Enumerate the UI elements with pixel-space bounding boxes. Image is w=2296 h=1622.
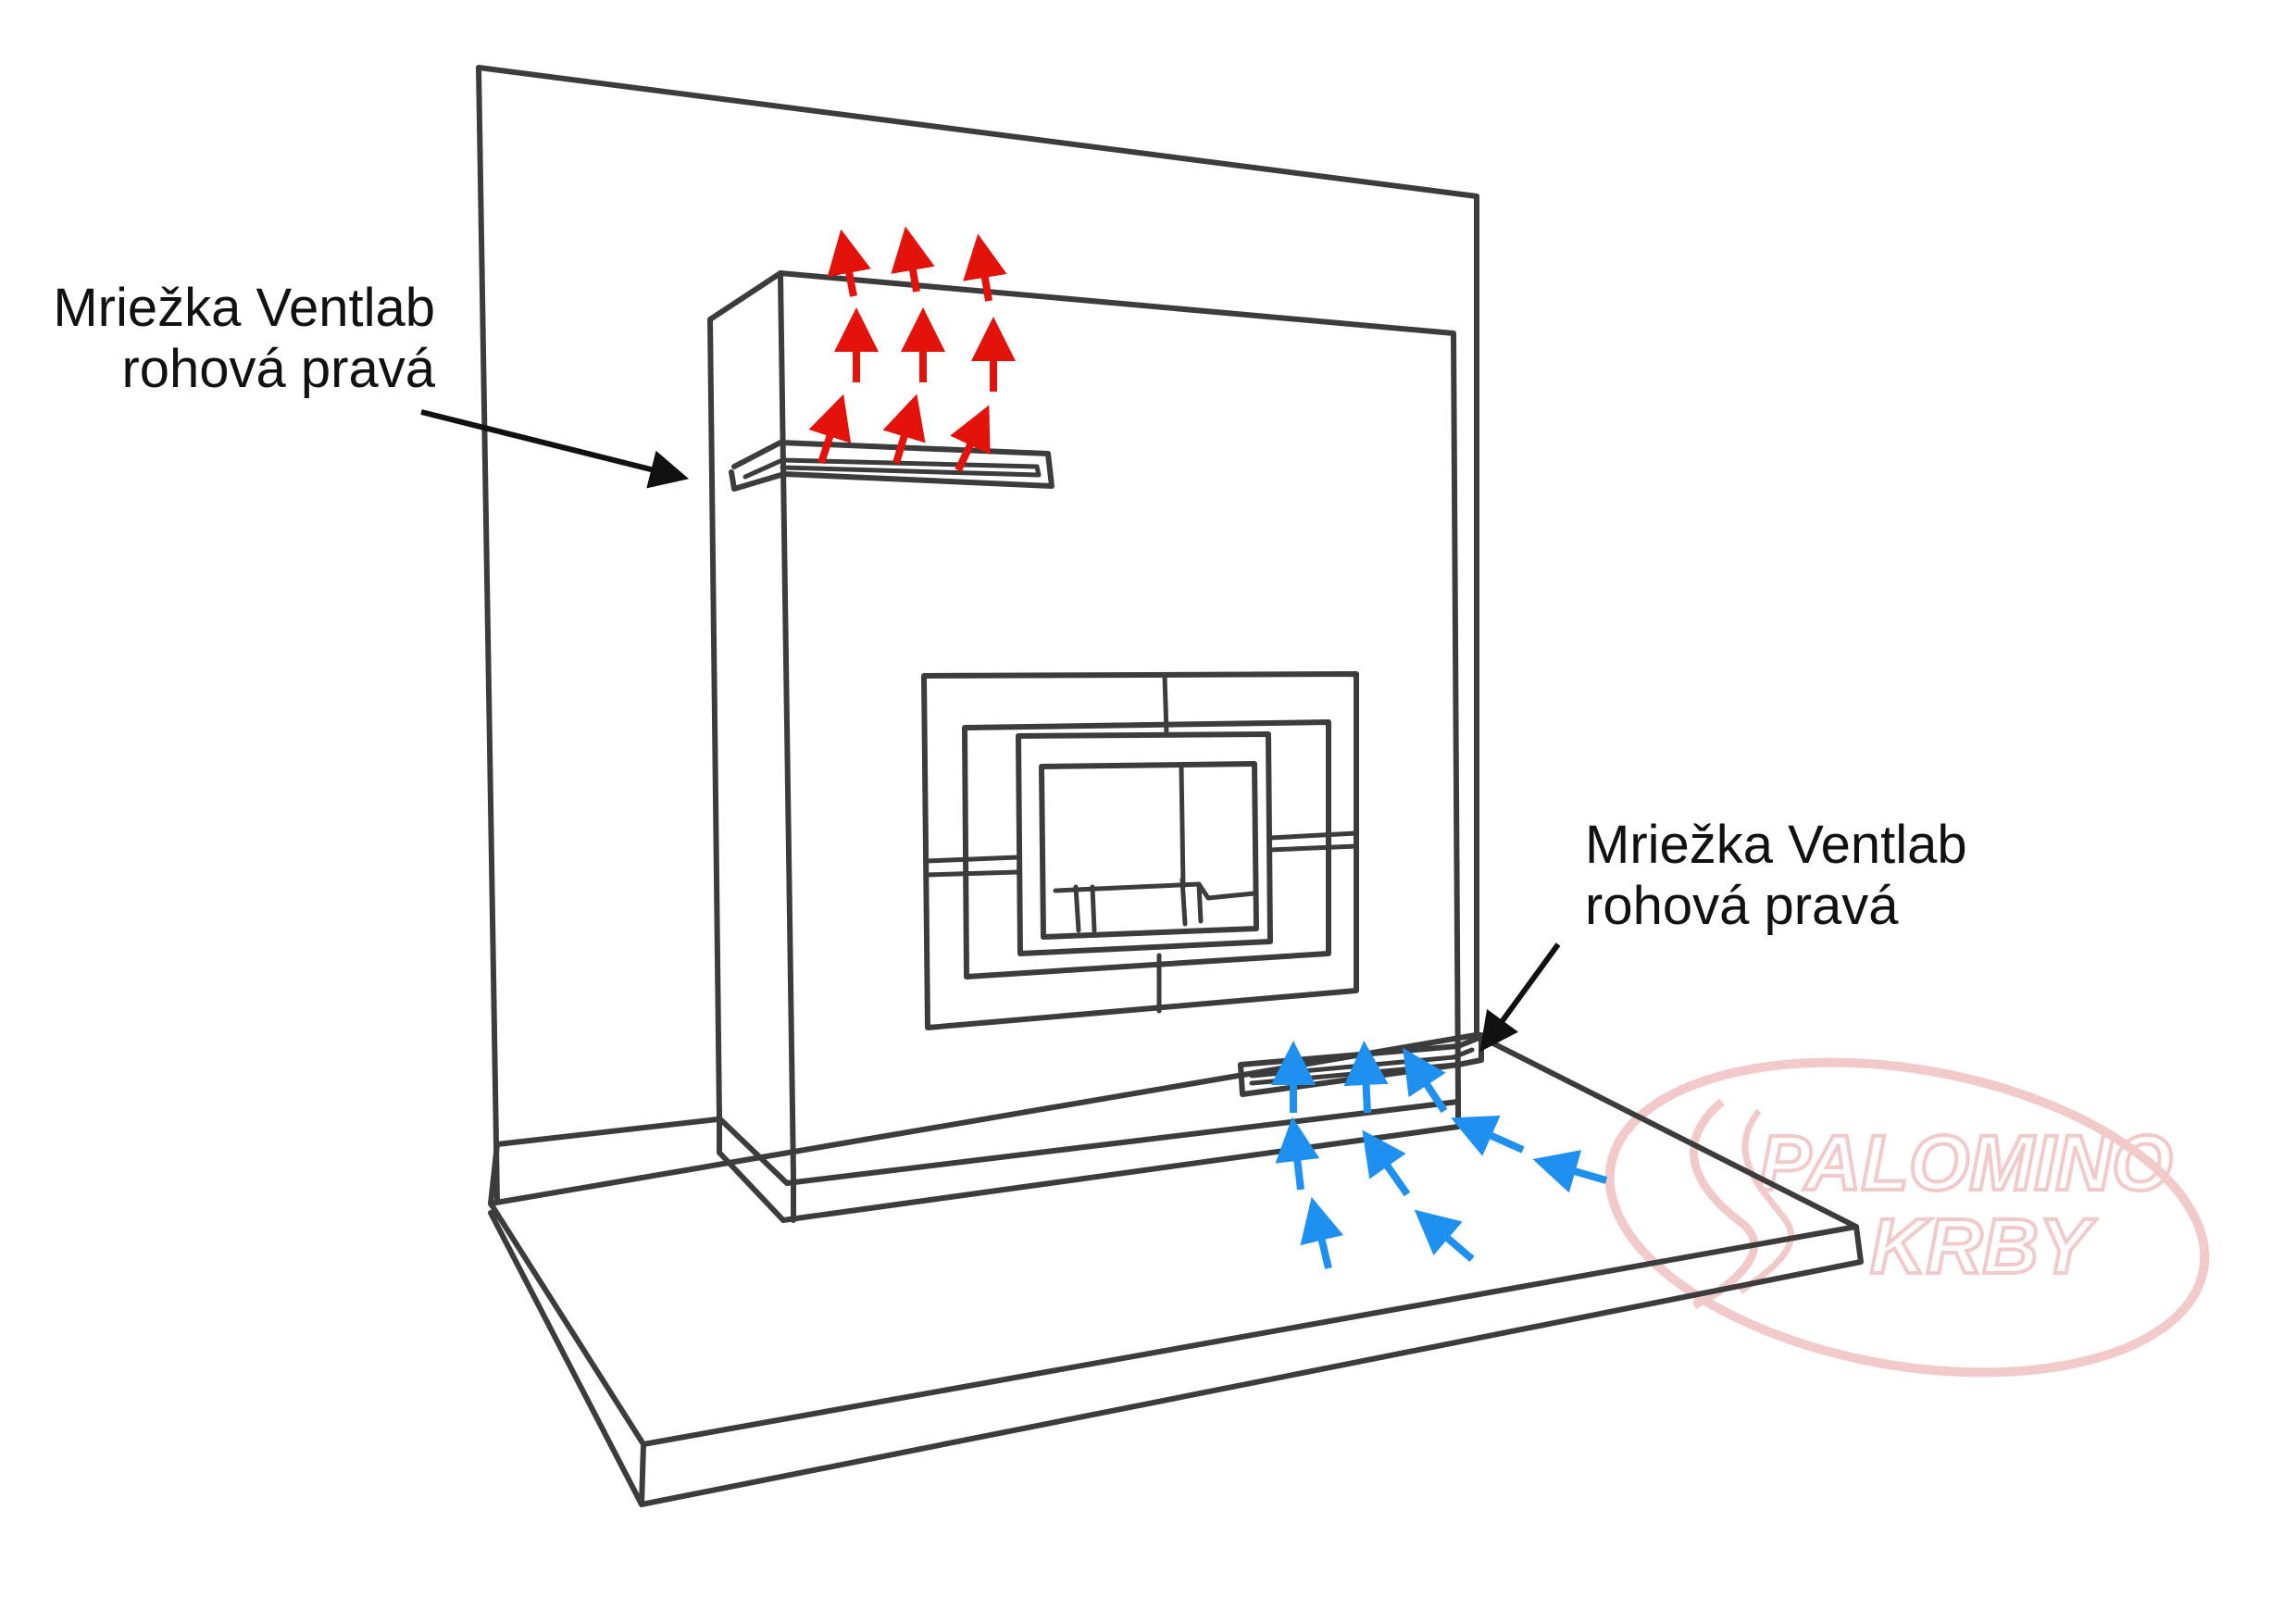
arrow-up-icon <box>950 405 991 472</box>
watermark-logo: PALOMINO KRBY <box>1604 1057 2210 1378</box>
cold-air-arrows <box>1271 1041 1608 1269</box>
arrow-up-icon <box>882 393 926 465</box>
arrow-inflow-icon <box>1451 1115 1525 1156</box>
arrow-inflow-icon <box>1403 1047 1448 1114</box>
lower-grille-label-line2: rohová pravá <box>1585 876 1899 936</box>
watermark-text-krby: KRBY <box>1870 1203 2097 1290</box>
upper-grille-label-line2: rohová pravá <box>121 339 435 399</box>
fireplace-insert <box>921 671 1359 1030</box>
lower-corner-grille <box>1238 1034 1484 1097</box>
arrow-inflow-icon <box>1300 1196 1344 1269</box>
leader-line-top <box>420 409 690 489</box>
watermark-text-palomino: PALOMINO <box>1759 1119 2172 1206</box>
hot-air-arrows <box>808 226 1016 472</box>
upper-grille-label: Mriežka Ventlab rohová pravá <box>53 278 435 400</box>
back-wall <box>476 65 1479 1204</box>
leader-line-bottom <box>1479 942 1561 1053</box>
arrow-inflow-icon <box>1362 1129 1411 1197</box>
leader-lines <box>420 409 1561 1053</box>
arrow-up-icon <box>891 226 935 293</box>
upper-corner-grille <box>729 440 1054 492</box>
lower-grille-label: Mriežka Ventlab rohová pravá <box>1585 815 1967 937</box>
arrow-inflow-icon <box>1275 1117 1320 1191</box>
arrow-up-icon <box>827 229 871 297</box>
arrow-up-icon <box>963 233 1007 302</box>
arrow-up-icon <box>808 393 852 465</box>
lower-grille-label-line1: Mriežka Ventlab <box>1585 815 1967 875</box>
arrow-inflow-icon <box>1414 1209 1475 1263</box>
upper-grille-label-line1: Mriežka Ventlab <box>53 278 435 338</box>
arrow-inflow-icon <box>1343 1041 1389 1114</box>
arrow-inflow-icon <box>1532 1150 1608 1193</box>
